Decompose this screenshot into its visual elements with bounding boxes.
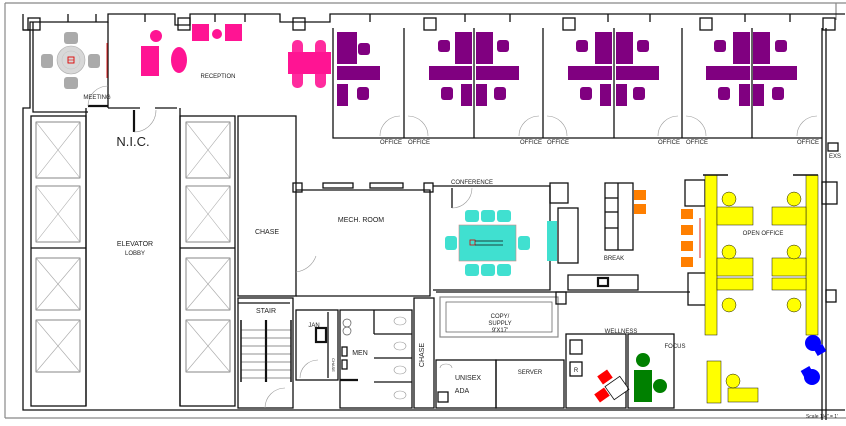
- meeting-table: [41, 32, 100, 89]
- office-label: OFFICE: [408, 140, 430, 146]
- room-label-jan: JAN: [308, 323, 319, 329]
- focus-furniture: [634, 353, 667, 402]
- room-label-chase-small: CHASE: [331, 358, 336, 372]
- room-label-men: MEN: [352, 350, 368, 357]
- room-label-chase: CHASE: [255, 229, 279, 236]
- room-label-server: SERVER: [518, 370, 543, 376]
- copy-supply-room: COPY/ SUPPLY 9'X17': [436, 291, 690, 338]
- break-area: BREAK: [557, 179, 707, 306]
- room-label-nic: N.I.C.: [116, 134, 149, 149]
- room-label-dimensions: 9'X17': [492, 328, 508, 334]
- office-label: OFFICE: [547, 140, 569, 146]
- elevator-shafts-left: [31, 121, 86, 373]
- room-label-meeting: MEETING: [83, 95, 111, 101]
- room-label-supply: SUPPLY: [488, 321, 511, 327]
- chase-vertical: CHASE: [413, 297, 435, 409]
- room-label-lobby: LOBBY: [125, 251, 145, 257]
- room-label-unisex: UNISEX: [455, 375, 481, 382]
- room-label-ada: ADA: [455, 388, 470, 395]
- room-label-reception: RECEPTION: [200, 74, 235, 80]
- room-label-stair: STAIR: [256, 308, 276, 315]
- private-offices: OFFICE OFFICE OFFICE OFFICE OFFICE OFFIC…: [332, 28, 841, 420]
- office-label: OFFICE: [686, 140, 708, 146]
- lounge-chairs: [800, 335, 827, 385]
- room-label-chase-vertical: CHASE: [419, 343, 426, 367]
- room-label-focus: FOCUS: [665, 344, 686, 350]
- open-office-workstations: [704, 174, 819, 404]
- conference-room: CONFERENCE: [433, 180, 569, 291]
- room-label-break: BREAK: [604, 256, 624, 262]
- room-label-mech-room: MECH. ROOM: [338, 217, 384, 224]
- reception-furniture: [141, 24, 331, 88]
- office-label: OFFICE: [380, 140, 402, 146]
- room-label-conference: CONFERENCE: [451, 180, 493, 186]
- reception-area: RECEPTION: [108, 24, 331, 133]
- r-label: R: [574, 368, 579, 374]
- elevator-shafts-right: [180, 121, 235, 373]
- office-label: OFFICE: [797, 140, 819, 146]
- meeting-room: MEETING: [32, 22, 111, 113]
- janitor-closet: JAN CHASE: [295, 309, 339, 381]
- elevator-lobby: N.I.C. ELEVATOR LOBBY: [30, 108, 236, 407]
- break-chairs: [634, 190, 693, 267]
- server-room: SERVER: [495, 359, 565, 409]
- focus-room: FOCUS: [627, 333, 686, 409]
- chase-shaft: CHASE: [237, 115, 297, 297]
- office-label: OFFICE: [658, 140, 680, 146]
- room-label-copy: COPY/: [491, 314, 510, 320]
- office-label: OFFICE: [520, 140, 542, 146]
- stairwell: STAIR: [237, 297, 294, 409]
- open-office: OPEN OFFICE: [703, 174, 838, 404]
- conference-furniture: [445, 210, 557, 276]
- scale-label: Scale 1/4" = 1': [806, 414, 838, 420]
- wellness-room: R WELLNESS: [565, 329, 638, 409]
- room-label-elevator: ELEVATOR: [117, 241, 153, 248]
- building-outline: [4, 2, 846, 419]
- mech-room: MECH. ROOM: [292, 182, 434, 297]
- unisex-restroom: UNISEX ADA: [435, 359, 497, 409]
- mens-restroom: MEN: [339, 309, 413, 409]
- room-label-open-office: OPEN OFFICE: [743, 231, 784, 237]
- office-doors: [379, 115, 818, 137]
- office-furniture: [337, 32, 797, 106]
- room-label-exs: EXS: [829, 154, 841, 160]
- room-label-wellness: WELLNESS: [605, 329, 638, 335]
- wellness-furniture: [594, 369, 630, 403]
